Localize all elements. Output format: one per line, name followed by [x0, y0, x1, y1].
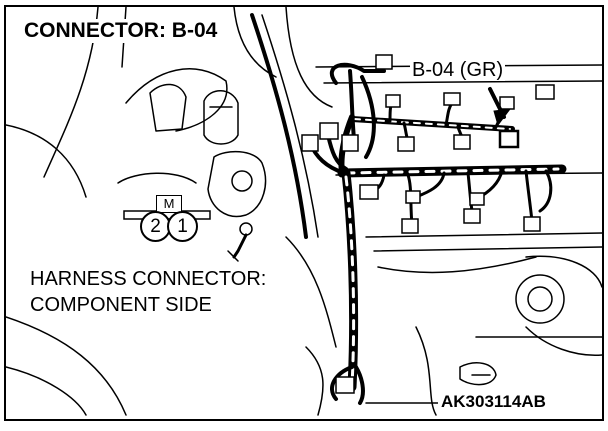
harness-note-line-2: COMPONENT SIDE [30, 294, 212, 316]
connector-diagram: CONNECTOR: B-04 B-04 (GR) M 2 1 HARNESS … [4, 5, 604, 421]
figure-code: AK303114AB [438, 392, 549, 411]
harness-note-line-1: HARNESS CONNECTOR: [30, 268, 267, 290]
pin-1: 1 [167, 211, 198, 242]
page-title: CONNECTOR: B-04 [22, 19, 222, 43]
key-mark: M [156, 195, 182, 213]
engine-bay-drawing [6, 7, 602, 416]
connector-label: B-04 (GR) [410, 59, 506, 81]
